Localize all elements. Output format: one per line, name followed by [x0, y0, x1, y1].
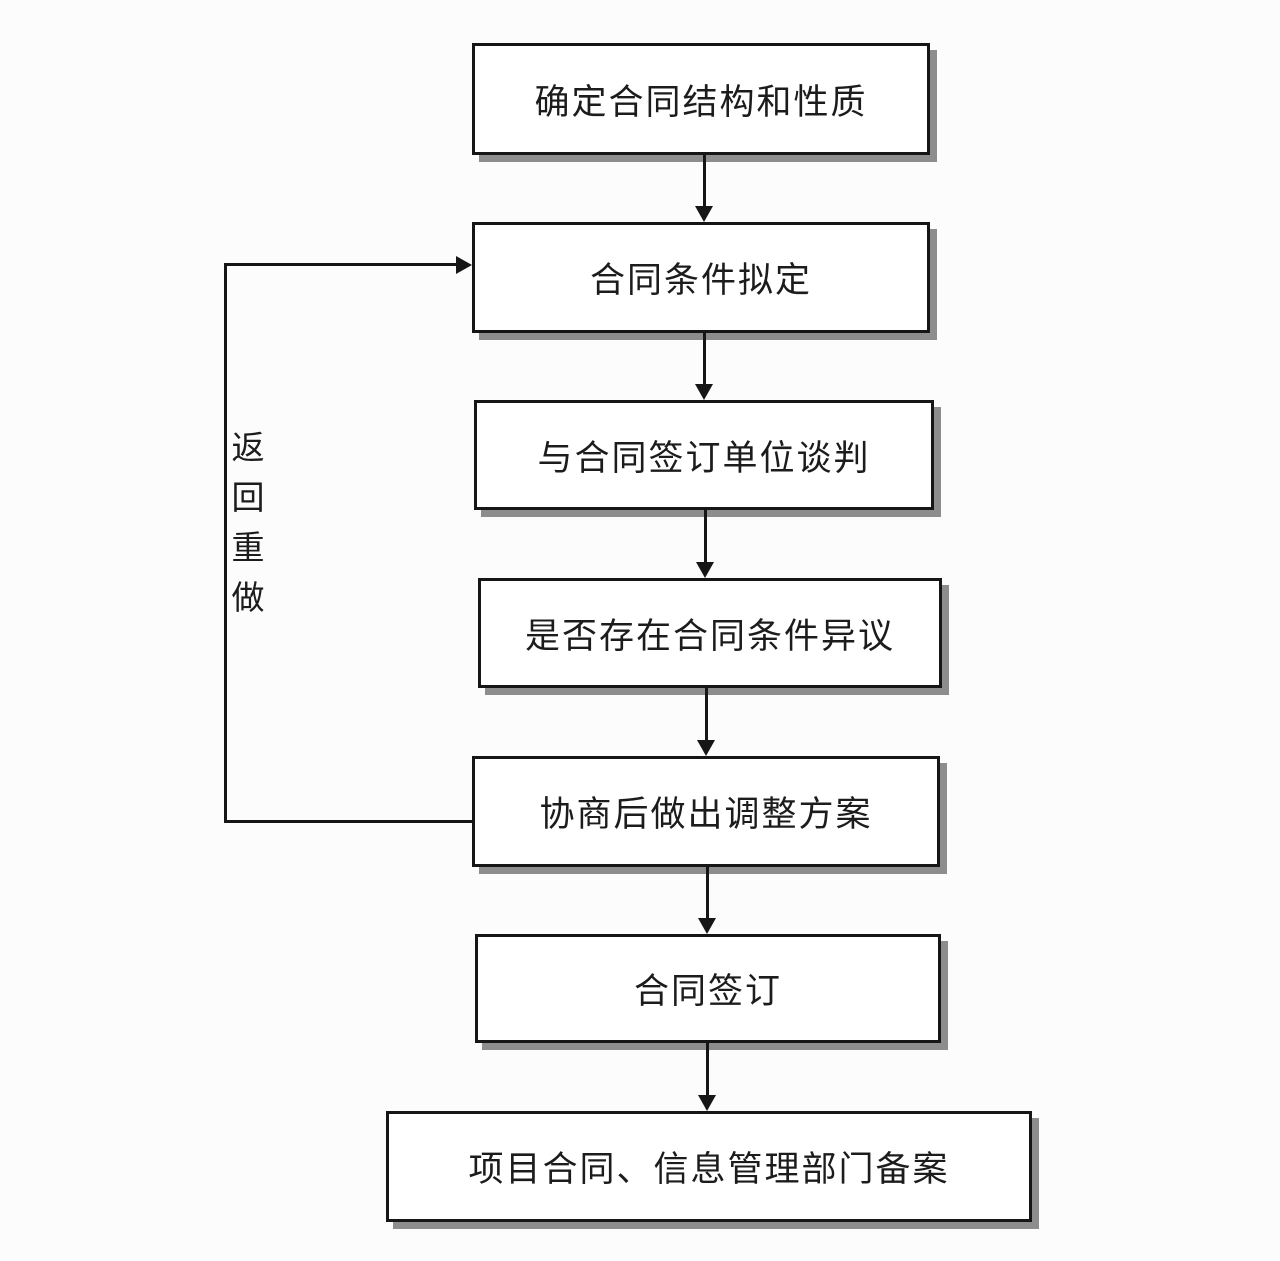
arrow-down-icon: [695, 384, 713, 400]
connector-line: [704, 510, 707, 563]
node-determine-contract-structure: 确定合同结构和性质: [472, 43, 930, 155]
arrow-down-icon: [698, 1095, 716, 1111]
feedback-arrow-right-icon: [456, 256, 472, 274]
arrow-down-icon: [697, 740, 715, 756]
arrow-down-icon: [698, 918, 716, 934]
node-contract-signing: 合同签订: [475, 934, 941, 1043]
arrow-down-icon: [695, 206, 713, 222]
node-check-term-objections: 是否存在合同条件异议: [478, 578, 942, 688]
feedback-loop-label: 返回重做: [231, 431, 265, 617]
node-filing-with-departments: 项目合同、信息管理部门备案: [386, 1111, 1032, 1222]
connector-line: [706, 867, 709, 919]
feedback-line-top: [224, 263, 457, 266]
feedback-line-vertical: [224, 263, 227, 823]
connector-line: [706, 1043, 709, 1096]
node-adjustment-plan: 协商后做出调整方案: [472, 756, 940, 867]
node-negotiate-with-signing-party: 与合同签订单位谈判: [474, 400, 934, 510]
connector-line: [705, 688, 708, 741]
connector-line: [703, 333, 706, 385]
arrow-down-icon: [696, 562, 714, 578]
node-draft-contract-terms: 合同条件拟定: [472, 222, 930, 333]
connector-line: [703, 155, 706, 207]
feedback-line-bottom: [224, 820, 472, 823]
